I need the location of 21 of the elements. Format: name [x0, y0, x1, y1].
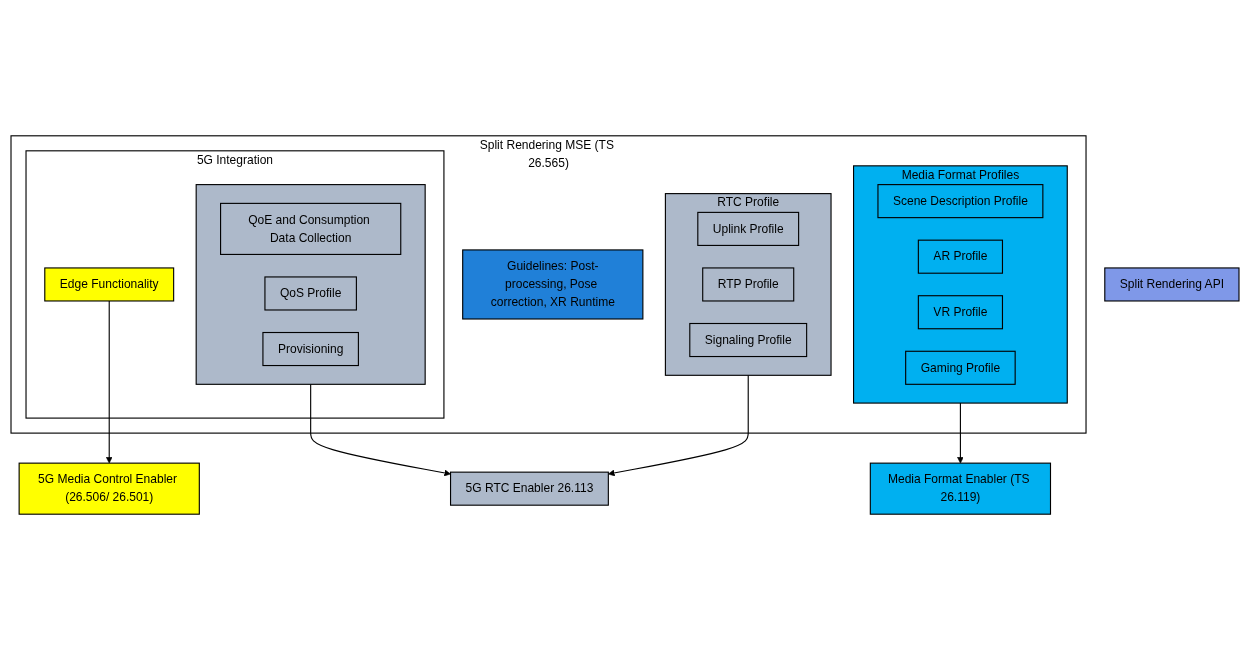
- node-box: Edge Functionality: [44, 266, 175, 302]
- node-box: VR Profile: [917, 294, 1004, 329]
- cluster: [195, 183, 426, 385]
- node-box: AR Profile: [917, 239, 1004, 274]
- node-box: Split Rendering API: [1104, 266, 1240, 302]
- node-box: 5G Media Control Enabler (26.506/ 26.501): [18, 462, 200, 515]
- arrow: [608, 374, 749, 476]
- node-box: 5G RTC Enabler 26.113: [450, 471, 609, 506]
- arrow: [957, 402, 964, 463]
- node-box: Guidelines: Post-processing, Pose correction, XR Runtime: [462, 248, 644, 320]
- node-box: Scene Description Profile: [877, 183, 1044, 218]
- node-box: Uplink Profile: [697, 211, 800, 246]
- arrow: [310, 383, 451, 476]
- node-box: Signaling Profile: [689, 322, 808, 357]
- node-box: RTP Profile: [702, 266, 795, 302]
- node-box: QoE and Consumption Data Collection: [220, 202, 402, 255]
- node-box: QoS Profile: [264, 275, 357, 311]
- node-box: Gaming Profile: [905, 350, 1016, 385]
- node-box: Provisioning: [262, 331, 359, 366]
- arrow: [105, 299, 113, 463]
- node-box: Media Format Enabler (TS 26.119): [869, 462, 1052, 515]
